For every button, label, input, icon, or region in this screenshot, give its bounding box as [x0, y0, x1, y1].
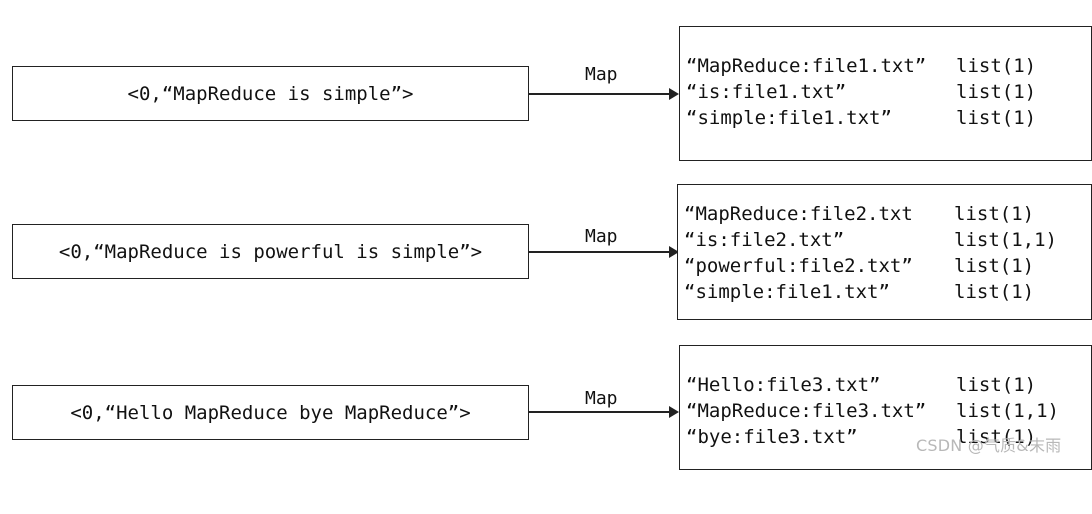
output-value: list(1)	[956, 81, 1037, 103]
output-key: “bye:file3.txt”	[686, 426, 858, 448]
output-box-2: “MapReduce:file2.txt list(1) “is:file2.t…	[677, 184, 1092, 320]
output-row: “MapReduce:file3.txt” list(1,1)	[686, 400, 1087, 424]
map-label-1: Map	[585, 64, 618, 85]
output-row: “powerful:file2.txt” list(1)	[684, 255, 1087, 279]
input-text-3: <0,“Hello MapReduce bye MapReduce”>	[70, 401, 471, 424]
output-value: list(1)	[956, 374, 1037, 396]
output-key: “MapReduce:file3.txt”	[686, 400, 927, 422]
output-key: “MapReduce:file2.txt	[684, 203, 913, 225]
output-box-1: “MapReduce:file1.txt” list(1) “is:file1.…	[679, 26, 1092, 161]
output-key: “powerful:file2.txt”	[684, 255, 913, 277]
output-value: list(1)	[954, 203, 1035, 225]
output-key: “simple:file1.txt”	[684, 281, 890, 303]
output-row: “is:file2.txt” list(1,1)	[684, 229, 1087, 253]
output-value: list(1)	[956, 426, 1037, 448]
output-value: list(1)	[956, 107, 1037, 129]
input-box-3: <0,“Hello MapReduce bye MapReduce”>	[12, 385, 529, 440]
map-label-2: Map	[585, 226, 618, 247]
output-key: “simple:file1.txt”	[686, 107, 892, 129]
output-value: list(1)	[954, 281, 1035, 303]
output-key: “MapReduce:file1.txt”	[686, 55, 927, 77]
input-box-2: <0,“MapReduce is powerful is simple”>	[12, 224, 529, 279]
input-text-1: <0,“MapReduce is simple”>	[127, 82, 414, 105]
output-row: “bye:file3.txt” list(1)	[686, 426, 1087, 450]
output-key: “is:file2.txt”	[684, 229, 845, 251]
output-row: “simple:file1.txt” list(1)	[684, 281, 1087, 305]
input-box-1: <0,“MapReduce is simple”>	[12, 66, 529, 121]
output-value: list(1)	[956, 55, 1037, 77]
output-row: “Hello:file3.txt” list(1)	[686, 374, 1087, 398]
output-box-3: “Hello:file3.txt” list(1) “MapReduce:fil…	[679, 345, 1092, 470]
map-arrow-3	[529, 406, 679, 418]
output-row: “MapReduce:file1.txt” list(1)	[686, 55, 1087, 79]
map-label-3: Map	[585, 388, 618, 409]
output-key: “is:file1.txt”	[686, 81, 847, 103]
output-row: “is:file1.txt” list(1)	[686, 81, 1087, 105]
output-row: “MapReduce:file2.txt list(1)	[684, 203, 1087, 227]
output-value: list(1)	[954, 255, 1035, 277]
output-key: “Hello:file3.txt”	[686, 374, 881, 396]
input-text-2: <0,“MapReduce is powerful is simple”>	[58, 240, 483, 263]
output-value: list(1,1)	[956, 400, 1059, 422]
watermark-text: CSDN @气质&末雨	[916, 436, 1062, 455]
output-value: list(1,1)	[954, 229, 1057, 251]
map-arrow-1	[529, 88, 679, 100]
map-arrow-2	[529, 246, 679, 258]
output-row: “simple:file1.txt” list(1)	[686, 107, 1087, 131]
